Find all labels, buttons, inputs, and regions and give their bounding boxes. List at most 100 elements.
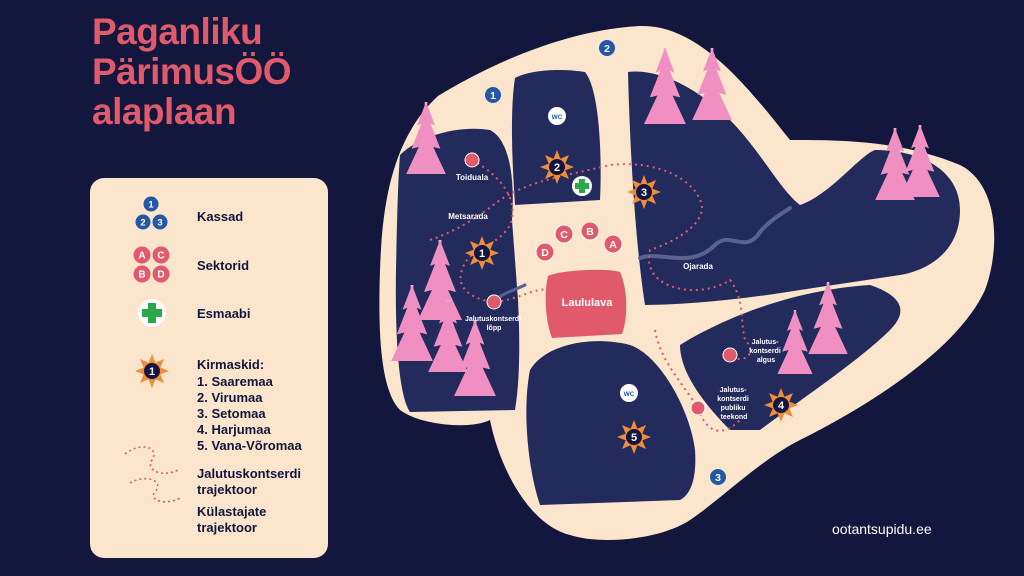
first-aid-marker[interactable] — [572, 176, 592, 196]
legend-sector-c: C — [157, 251, 164, 262]
park-block-west — [395, 128, 520, 412]
kirmask-marker-3[interactable]: 3 — [627, 175, 661, 209]
toiduala-label: Toiduala — [456, 173, 489, 182]
walk-concert-trajectory-icon — [124, 446, 179, 475]
stage-shape — [545, 269, 627, 338]
legend-panel: 1 2 3 A C B D — [90, 178, 328, 558]
cashier-number: 1 — [490, 90, 496, 102]
stream — [638, 206, 792, 261]
concert-start-line-1: Jalutus- — [752, 339, 780, 346]
cashier-marker-3[interactable]: 3 — [709, 468, 727, 486]
legend-sector-icon: A C B D — [133, 246, 170, 283]
kirmask-badge — [144, 363, 160, 379]
sector-circle — [554, 224, 574, 244]
toiduala-pin[interactable] — [464, 152, 480, 168]
title-line-2: PärimusÖÖ — [92, 51, 292, 92]
concert-end-pin[interactable] — [486, 294, 502, 310]
wc-label: WC — [624, 391, 635, 398]
visitor-trajectory — [429, 163, 752, 432]
cashier-number: 3 — [715, 472, 721, 484]
kirmask-number: 4 — [778, 400, 785, 412]
concert-audience-line-4: teekond — [721, 414, 748, 421]
sector-marker-b[interactable]: B — [580, 221, 600, 241]
legend-sector-d: D — [157, 270, 164, 281]
kirmask-marker-2[interactable]: 2 — [540, 150, 574, 184]
sector-circle — [603, 234, 623, 254]
metsarada-label: Metsarada — [448, 212, 488, 221]
concert-end-line-2: lõpp — [487, 325, 502, 332]
visitor-trajectory-icon — [129, 477, 181, 503]
legend-visitor-label-1: Külastajate — [197, 504, 267, 519]
kirmask-number: 2 — [554, 162, 560, 174]
kirmask-number: 1 — [149, 366, 155, 378]
sector-circle — [535, 242, 555, 262]
concert-start-line-3: algus — [757, 357, 775, 364]
concert-audience-line-1: Jalutus- — [720, 387, 748, 394]
legend-cashier-3: 3 — [157, 218, 162, 229]
concert-end-label: Jalutuskontserdi lõpp — [465, 316, 523, 332]
concert-audience-line-2: kontserdi — [717, 396, 749, 403]
wc-marker-south[interactable]: WC — [620, 384, 638, 402]
kirmask-badge — [626, 429, 642, 445]
cashier-marker-2[interactable]: 2 — [598, 39, 616, 57]
cashier-circle — [484, 86, 502, 104]
title-line-3: alaplaan — [92, 91, 237, 132]
concert-audience-label: Jalutus- kontserdi publiku teekond — [717, 387, 750, 421]
cashier-number: 2 — [604, 43, 610, 55]
legend-cashier-icon: 1 2 3 — [135, 196, 168, 230]
legend-cashier-1: 1 — [148, 200, 154, 211]
legend-walk-concert-label-2: trajektoor — [197, 482, 257, 497]
legend-symbols: 1 2 3 A C B D — [124, 196, 181, 503]
legend-sector-a: A — [138, 251, 145, 262]
legend-cashiers-label: Kassad — [197, 209, 244, 224]
ojarada-label: Ojarada — [683, 262, 713, 271]
sector-letter: C — [560, 229, 568, 241]
legend-first-aid-label: Esmaabi — [197, 306, 251, 321]
legend-kirmask-1: 1. Saaremaa — [197, 374, 273, 389]
sector-marker-a[interactable]: A — [603, 234, 623, 254]
walk-concert-trajectory — [459, 159, 561, 304]
legend-kirmask-4: 4. Harjumaa — [197, 422, 271, 437]
sector-marker-c[interactable]: C — [554, 224, 574, 244]
kirmask-marker-4[interactable]: 4 — [764, 388, 798, 422]
concert-start-label: Jalutus- kontserdi algus — [749, 339, 782, 364]
website-link[interactable]: ootantsupidu.ee — [832, 521, 932, 537]
legend-kirmask-2: 2. Virumaa — [197, 390, 263, 405]
kirmask-icon: 1 — [135, 354, 169, 388]
wc-marker-north[interactable]: WC — [548, 107, 566, 125]
kirmask-badge — [636, 184, 652, 200]
concert-audience-pin[interactable] — [690, 400, 706, 416]
kirmask-number: 1 — [479, 248, 485, 260]
cashier-circle — [709, 468, 727, 486]
kirmask-marker-1[interactable]: 1 — [465, 236, 499, 270]
legend-kirmask-5: 5. Vana-Võromaa — [197, 438, 302, 453]
sector-circle — [580, 221, 600, 241]
kirmask-marker-5[interactable]: 5 — [617, 420, 651, 454]
legend-sectors-label: Sektorid — [197, 258, 250, 273]
kirmask-badge — [549, 159, 565, 175]
sector-letter: D — [541, 247, 549, 259]
sector-marker-d[interactable]: D — [535, 242, 555, 262]
legend-kirmask-star[interactable]: 1 — [135, 354, 169, 388]
legend-kirmaskid-title: Kirmaskid: — [197, 357, 265, 372]
legend-walk-concert-label-1: Jalutuskontserdi — [197, 466, 302, 481]
concert-audience-line-3: publiku — [721, 405, 746, 412]
legend-kirmask-3: 3. Setomaa — [197, 406, 266, 421]
stage-label: Laululava — [562, 297, 614, 309]
legend-sector-b: B — [138, 270, 145, 281]
page-title: Paganliku PärimusÖÖ alaplaan — [92, 12, 292, 132]
park-block-south — [526, 341, 696, 505]
cashier-marker-1[interactable]: 1 — [484, 86, 502, 104]
concert-end-line-1: Jalutuskontserdi — [465, 316, 521, 323]
kirmask-badge — [773, 397, 789, 413]
wc-label: WC — [552, 114, 563, 121]
sector-letter: B — [586, 226, 594, 238]
legend-visitor-label-2: trajektoor — [197, 520, 257, 535]
kirmask-number: 5 — [631, 432, 637, 444]
kirmask-badge — [474, 245, 490, 261]
concert-start-pin[interactable] — [722, 347, 738, 363]
kirmask-number: 3 — [641, 187, 647, 199]
